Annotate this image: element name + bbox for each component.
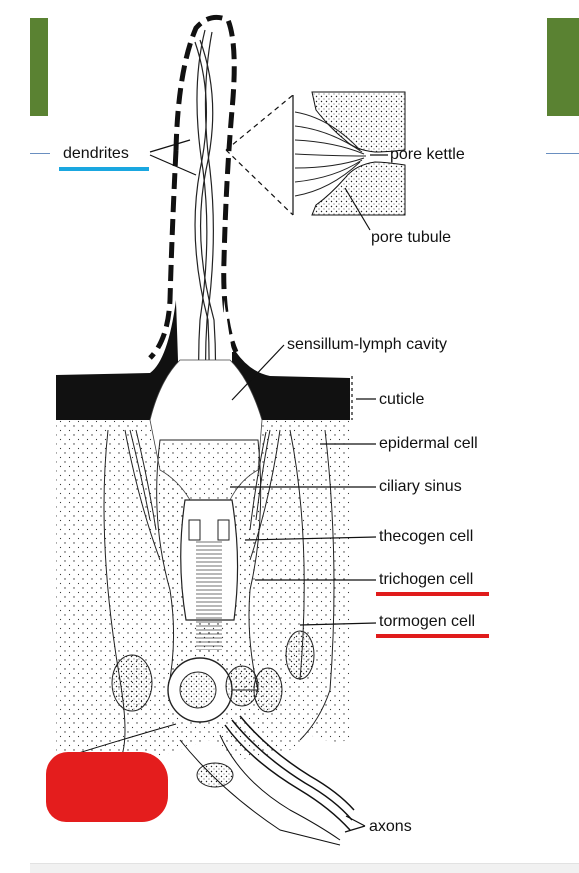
- label-axons: axons: [369, 818, 412, 835]
- label-cuticle: cuticle: [379, 391, 425, 408]
- label-epidermal-cell: epidermal cell: [379, 435, 478, 452]
- rule-line-right: [546, 153, 579, 154]
- label-thecogen-cell: thecogen cell: [379, 528, 474, 545]
- rule-line-left: [30, 153, 50, 154]
- underline-dendrites: [59, 167, 149, 171]
- tormogen-folds: [124, 429, 281, 561]
- label-pore-tubule: pore tubule: [371, 229, 452, 246]
- label-ciliary-sinus: ciliary sinus: [379, 478, 462, 495]
- title-accent-bar-right: [547, 18, 579, 116]
- pore-inset: [225, 91, 406, 216]
- footer-strip: [30, 863, 579, 873]
- cell-nuclei: [111, 630, 315, 788]
- leader-lines: [149, 139, 388, 833]
- redaction-box: [46, 752, 168, 822]
- label-trichogen-cell: trichogen cell: [379, 571, 474, 588]
- label-sensillum-lymph-cavity: sensillum-lymph cavity: [287, 336, 448, 353]
- cuticle-band: [56, 300, 180, 420]
- underline-tormogen-cell: [376, 634, 489, 638]
- label-tormogen-cell: tormogen cell: [379, 613, 476, 630]
- label-pore-kettle: pore kettle: [390, 146, 465, 163]
- label-dendrites: dendrites: [63, 145, 129, 162]
- underline-trichogen-cell: [376, 592, 489, 596]
- title-accent-bar-left: [30, 18, 48, 116]
